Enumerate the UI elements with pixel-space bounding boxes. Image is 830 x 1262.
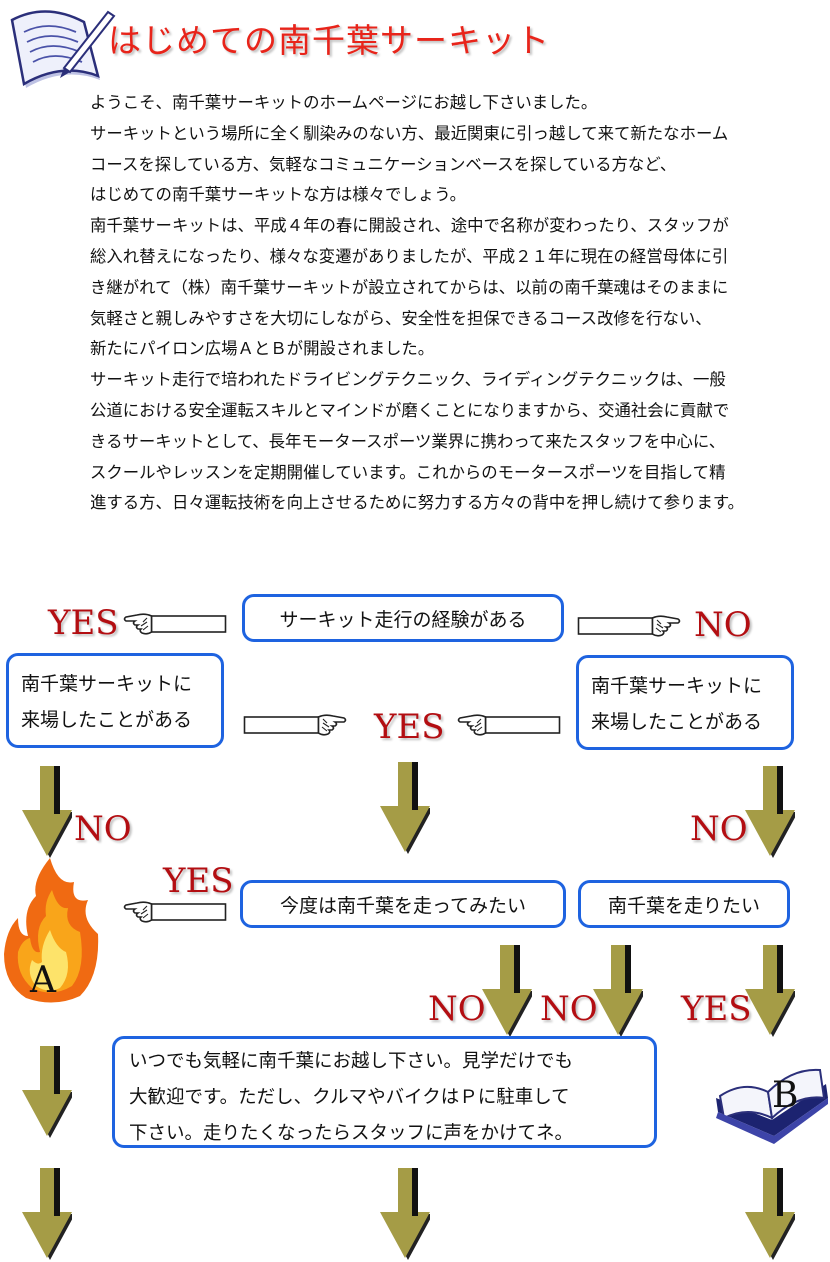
down-arrow-icon — [22, 766, 72, 858]
no-label-run: NO — [540, 989, 598, 1029]
no-label-try: NO — [428, 989, 486, 1029]
down-arrow-icon — [745, 945, 795, 1037]
pointing-hand-left-icon — [123, 610, 227, 638]
intro-line: 進する方、日々運転技術を向上させるために努力する方々の背中を押し続けて参ります。 — [90, 493, 744, 513]
intro-line: 公道における安全運転スキルとマインドが磨くことになりますから、交通社会に貢献で — [90, 400, 730, 420]
yes-label-experience: YES — [48, 603, 119, 643]
fire-icon — [2, 856, 100, 1012]
book-icon — [710, 1058, 830, 1164]
intro-line: 気軽さと親しみやすさを大切にしながら、安全性を担保できるコース改修を行ない、 — [90, 308, 712, 328]
intro-line: スクールやレッスンを定期開催しています。これからのモータースポーツを目指して精 — [90, 462, 726, 482]
question-experience: サーキット走行の経験がある — [242, 594, 564, 642]
question-want-try: 今度は南千葉を走ってみたい — [240, 880, 566, 928]
intro-line: きるサーキットとして、長年モータースポーツ業界に携わって来たスタッフを中心に、 — [90, 431, 726, 451]
yes-label-visited: YES — [374, 707, 445, 747]
down-arrow-icon — [380, 1168, 430, 1260]
down-arrow-icon — [745, 1168, 795, 1260]
question-visited-right-line: 南千葉サーキットに — [591, 675, 763, 697]
result-b-label: B — [772, 1075, 799, 1116]
intro-line: き継がれて（株）南千葉サーキットが設立されてからは、以前の南千葉魂はそのままに — [90, 277, 729, 297]
down-arrow-icon — [745, 766, 795, 858]
down-arrow-icon — [482, 945, 532, 1037]
intro-text: ようこそ、南千葉サーキットのホームページにお越し下さいました。 サーキットという… — [90, 88, 810, 519]
welcome-message-line: 下さい。走りたくなったらスタッフに声をかけてネ。 — [129, 1123, 574, 1144]
intro-line: 南千葉サーキットは、平成４年の春に開設され、途中で名称が変わったり、スタッフが — [90, 216, 729, 236]
question-want-run: 南千葉を走りたい — [578, 880, 790, 928]
welcome-message: いつでも気軽に南千葉にお越し下さい。見学だけでも 大歓迎です。ただし、クルマやバ… — [112, 1036, 657, 1148]
question-visited-right-line: 来場したことがある — [591, 711, 763, 733]
intro-line: サーキット走行で培われたドライビングテクニック、ライディングテクニックは、一般 — [90, 370, 726, 390]
intro-line: ようこそ、南千葉サーキットのホームページにお越し下さいました。 — [90, 93, 598, 112]
down-arrow-icon — [22, 1168, 72, 1260]
no-label-left: NO — [74, 809, 132, 849]
pointing-hand-left-icon — [123, 898, 227, 926]
welcome-message-line: いつでも気軽に南千葉にお越し下さい。見学だけでも — [129, 1051, 574, 1072]
pointing-hand-right-icon — [243, 711, 347, 739]
document-pen-icon — [8, 2, 116, 102]
down-arrow-icon — [593, 945, 643, 1037]
intro-line: 新たにパイロン広場ＡとＢが開設されました。 — [90, 339, 435, 359]
yes-label-run: YES — [681, 989, 752, 1029]
no-label-right: NO — [690, 809, 748, 849]
question-visited-left-line: 南千葉サーキットに — [21, 673, 193, 695]
page-title: はじめての南千葉サーキット — [108, 21, 550, 60]
question-visited-left-line: 来場したことがある — [21, 709, 193, 731]
yes-label-try: YES — [163, 861, 234, 901]
down-arrow-icon — [380, 762, 430, 854]
pointing-hand-left-icon — [457, 711, 561, 739]
down-arrow-icon — [22, 1046, 72, 1138]
intro-line: はじめての南千葉サーキットな方は様々でしょう。 — [90, 185, 466, 205]
question-visited-left: 南千葉サーキットに 来場したことがある — [6, 653, 224, 748]
pointing-hand-right-icon — [577, 612, 681, 640]
no-label-experience: NO — [694, 605, 752, 645]
result-a-label: A — [30, 960, 56, 1001]
intro-line: サーキットという場所に全く馴染みのない方、最近関東に引っ越して来て新たなホーム — [90, 123, 729, 143]
question-visited-right: 南千葉サーキットに 来場したことがある — [576, 655, 794, 750]
intro-line: 総入れ替えになったり、様々な変遷がありましたが、平成２１年に現在の経営母体に引 — [90, 246, 729, 266]
welcome-message-line: 大歓迎です。ただし、クルマやバイクはＰに駐車して — [129, 1087, 570, 1108]
intro-line: コースを探している方、気軽なコミュニケーションベースを探している方など、 — [90, 154, 677, 174]
